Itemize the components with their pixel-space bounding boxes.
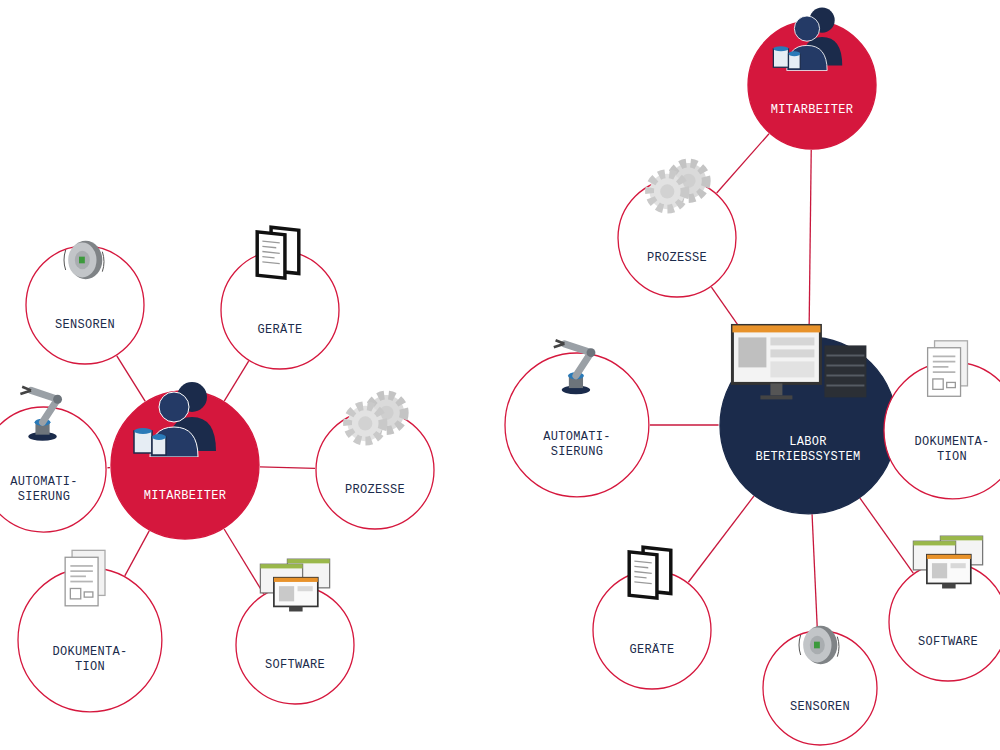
circle-shape [235, 585, 355, 705]
circle-shape [504, 352, 650, 498]
node-icon [650, 163, 707, 209]
node-icon [134, 382, 216, 457]
node-icon [927, 340, 967, 395]
connector-line [224, 529, 264, 594]
connector-line [224, 361, 248, 401]
node-icon [773, 8, 842, 71]
node-icon [554, 340, 596, 394]
node-label: PROZESSE [345, 483, 405, 498]
staff-hub: MITARBEITER [110, 390, 260, 540]
connector-line [860, 498, 913, 573]
connector-line [688, 496, 754, 582]
process-node: PROZESSE [315, 410, 435, 530]
circle-shape [17, 567, 163, 713]
node-icon [257, 227, 299, 278]
node-label: AUTOMATI- SIERUNG [529, 430, 625, 460]
circle-shape [747, 20, 877, 150]
node-label: MITARBEITER [771, 103, 854, 118]
node-label: DOKUMENTA- TION [42, 645, 138, 675]
staff-node: MITARBEITER [747, 20, 877, 150]
automation-node: AUTOMATI- SIERUNG [504, 352, 650, 498]
connector-line [650, 424, 719, 425]
sensor-node: SENSOREN [762, 630, 878, 746]
device-node: GERÄTE [220, 250, 340, 370]
circle-shape [762, 630, 878, 746]
circle-shape [110, 390, 260, 540]
connector-line [812, 514, 817, 630]
node-label: SOFTWARE [918, 635, 978, 650]
node-icon [65, 550, 105, 605]
connector-line [117, 356, 145, 402]
node-label: SENSOREN [790, 700, 850, 715]
software-node: SOFTWARE [235, 585, 355, 705]
node-label: MITARBEITER [144, 489, 227, 504]
circle-shape [883, 361, 1000, 500]
node-label: DOKUMENTA- TION [907, 435, 997, 465]
node-label: LABOR BETRIEBSSYSTEM [746, 435, 870, 465]
node-label: GERÄTE [629, 643, 674, 658]
sensor-node: SENSOREN [25, 245, 145, 365]
connector-group [107, 134, 913, 630]
circle-shape [315, 410, 435, 530]
connector-line [809, 150, 811, 336]
circle-shape [220, 250, 340, 370]
process-node: PROZESSE [617, 178, 737, 298]
documentation-node: DOKUMENTA- TION [883, 361, 1000, 500]
node-icon [260, 559, 329, 611]
device-node: GERÄTE [592, 570, 712, 690]
circle-shape [25, 245, 145, 365]
node-label: GERÄTE [257, 323, 302, 338]
node-label: SOFTWARE [265, 658, 325, 673]
node-icon [913, 536, 982, 588]
node-label: PROZESSE [647, 251, 707, 266]
circle-outline [0, 407, 107, 532]
circle-shape [719, 336, 898, 515]
lab-os-hub: LABOR BETRIEBSSYSTEM [719, 336, 898, 515]
node-label: SENSOREN [55, 318, 115, 333]
node-icon [64, 241, 104, 279]
circle-shape [617, 178, 737, 298]
node-icon [732, 325, 866, 399]
connector-line [717, 134, 769, 193]
connector-line [260, 467, 315, 468]
connector-line [125, 531, 149, 576]
circle-shape [888, 562, 1000, 682]
connector-line [107, 467, 110, 468]
circle-shape [592, 570, 712, 690]
node-icon [21, 387, 63, 441]
circle-shape [0, 406, 108, 533]
node-icon [348, 395, 405, 441]
node-icon [629, 547, 671, 598]
software-node: SOFTWARE [888, 562, 1000, 682]
documentation-node: DOKUMENTA- TION [17, 567, 163, 713]
node-icon [799, 626, 839, 664]
node-label: AUTOMATI- SIERUNG [4, 475, 84, 505]
automation-node: AUTOMATI- SIERUNG [0, 406, 108, 533]
